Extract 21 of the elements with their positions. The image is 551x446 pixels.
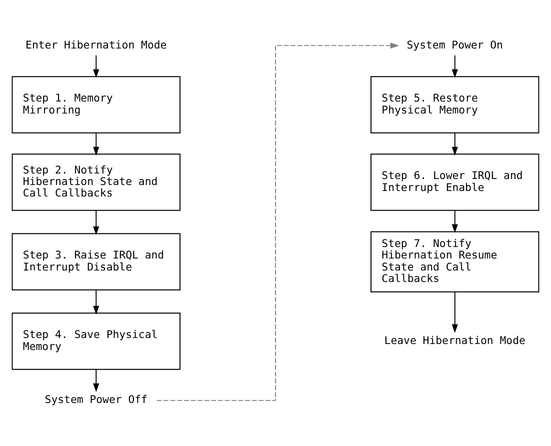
node-text: Enter Hibernation Mode	[26, 38, 167, 52]
node-box: Step 2. Notify Hibernation State and Call Callbacks	[12, 154, 180, 211]
node-box: Step 1. Memory Mirroring	[12, 76, 180, 134]
node-text: Leave Hibernation Mode	[384, 334, 526, 347]
node-text: System Power Off	[44, 393, 148, 406]
arrow	[93, 54, 100, 78]
arrow	[93, 210, 100, 236]
node-box: Step 3. Raise IRQL and Interrupt Disable	[12, 233, 180, 290]
node-box: Step 5. Restore Physical Memory	[370, 76, 540, 134]
arrow	[452, 132, 458, 156]
arrow	[93, 132, 100, 156]
node-box: Step 4. Save Physical Memory	[12, 312, 180, 370]
arrow	[452, 291, 458, 334]
node-box: Step 7. Notify Hibernation Resume State and Call Callbacks	[370, 231, 540, 292]
arrow	[452, 54, 458, 78]
arrow	[93, 290, 100, 315]
arrow	[452, 210, 458, 233]
arrow	[93, 368, 100, 392]
arrow	[156, 42, 400, 401]
node-box: Step 6. Lower IRQL and Interrupt Enable	[370, 154, 540, 211]
node-text: System Power On	[406, 38, 503, 52]
